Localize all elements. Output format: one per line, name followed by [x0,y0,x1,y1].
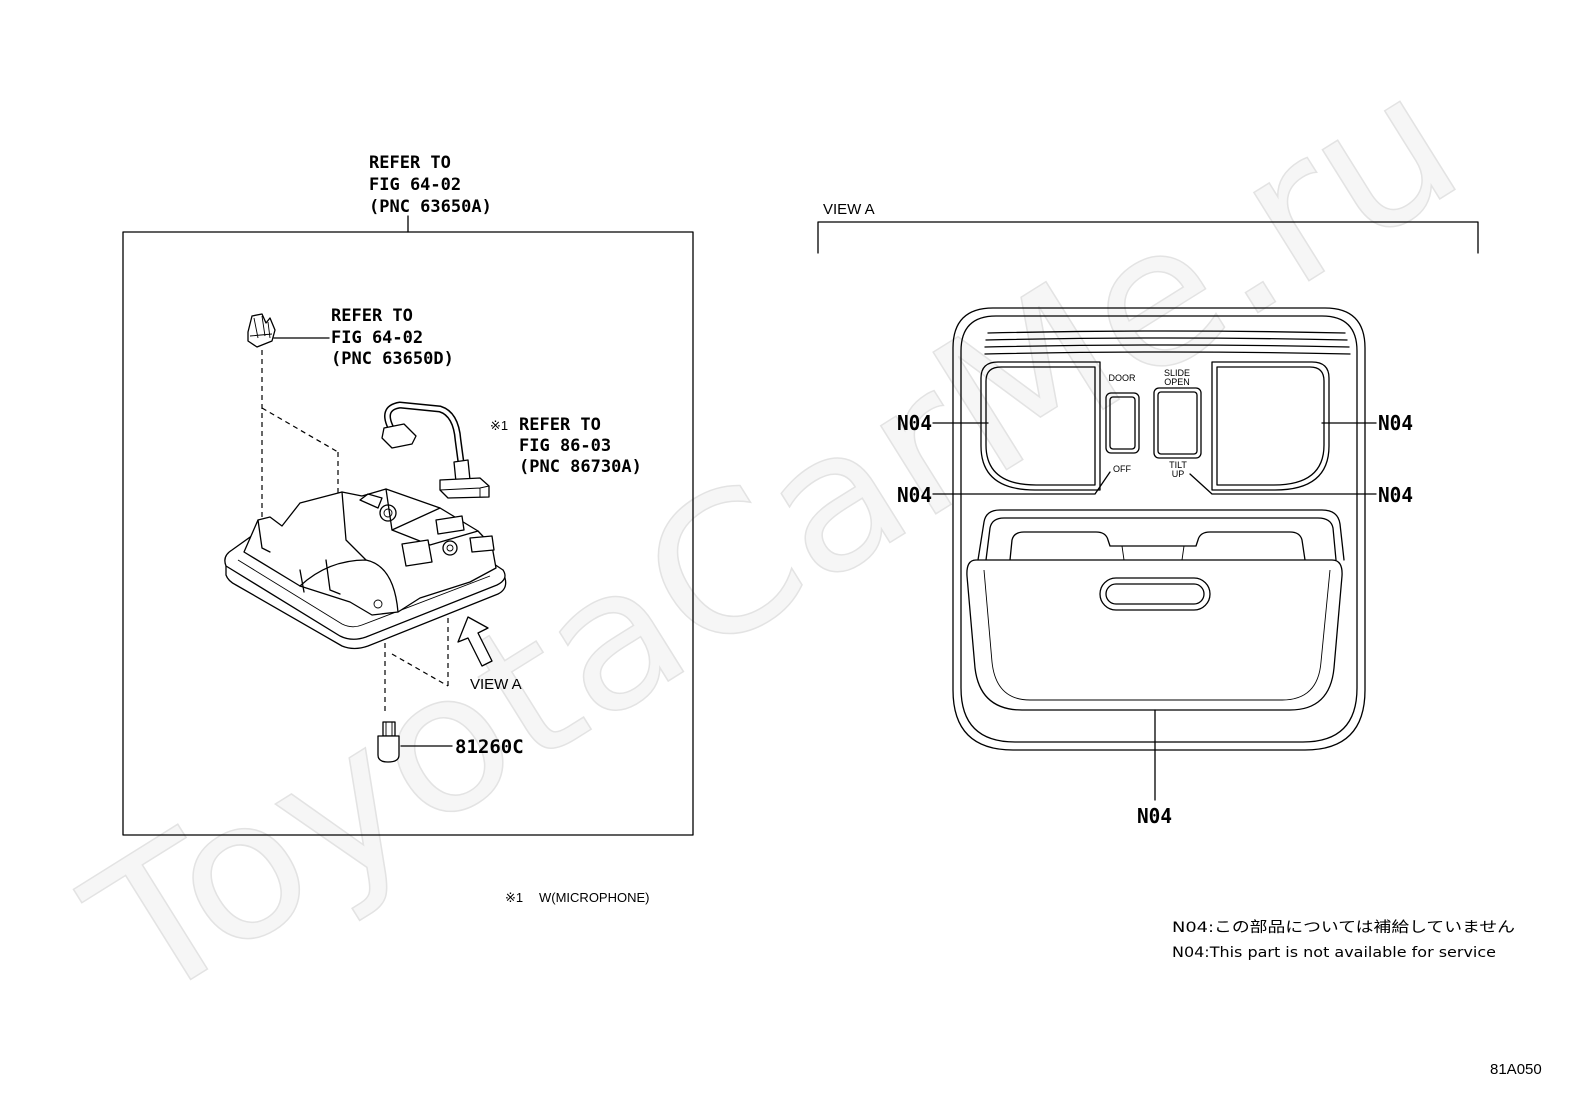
console-vent-lines [984,330,1351,355]
callout-door-switch: N04 [897,483,932,507]
callout-sunglass-holder: N04 [1137,804,1172,828]
door-switch [1105,392,1140,454]
left-map-lens [980,361,1101,491]
tilt-label-line2: UP [1172,469,1185,479]
box-ref-line2: FIG 64-02 [369,175,461,195]
slide-label-line2: OPEN [1164,377,1190,387]
overhead-console [952,307,1366,751]
view-a-arrow [457,616,493,667]
clip-part [247,313,276,348]
slide-label-line1: SLIDE [1164,368,1190,378]
harness-ref-line3: (PNC 86730A) [519,457,642,477]
clip-ref-line2: FIG 64-02 [331,328,423,348]
box-ref-line3: (PNC 63650A) [369,197,492,217]
slide-tilt-switch [1153,387,1202,459]
slide-switch-leader [1189,473,1377,495]
clip-ref-line3: (PNC 63650D) [331,349,454,369]
note-english: N04:This part is not available for servi… [1172,945,1496,961]
door-switch-label: DOOR [1109,373,1137,383]
harness-ref-line2: FIG 86-03 [519,436,611,456]
tilt-label-line1: TILT [1169,460,1187,470]
right-panel: VIEW A DO [817,201,1479,828]
callout-right-lens: N04 [1378,411,1413,435]
footnote-text: W(MICROPHONE) [539,890,650,905]
holder-handle-slot [1099,577,1211,611]
callout-slide-switch: N04 [1378,483,1413,507]
bulb-part-number: 81260C [455,736,524,758]
right-map-lens [1211,361,1330,491]
assembly-frame [122,231,694,836]
note-japanese: N04:この部品については補給していません [1172,919,1515,936]
microphone-wire-harness [381,401,490,499]
view-a-bracket [817,221,1479,254]
left-panel: REFER TO FIG 64-02 (PNC 63650A) REFER TO… [122,153,694,905]
door-switch-leader [932,471,1111,495]
sunglass-holder [966,509,1345,711]
harness-ref-line1: REFER TO [519,415,601,435]
box-ref-line1: REFER TO [369,153,451,173]
bulb-icon [377,721,400,763]
harness-ref-marker: ※1 [490,418,508,433]
off-switch-label: OFF [1113,464,1131,474]
view-a-title: VIEW A [823,201,875,218]
figure-code: 81A050 [1490,1061,1542,1078]
map-lamp-assembly [224,488,507,650]
clip-ref-line1: REFER TO [331,306,413,326]
callout-left-lens: N04 [897,411,932,435]
footnote-marker: ※1 [505,890,523,905]
view-a-arrow-label: VIEW A [470,676,522,693]
